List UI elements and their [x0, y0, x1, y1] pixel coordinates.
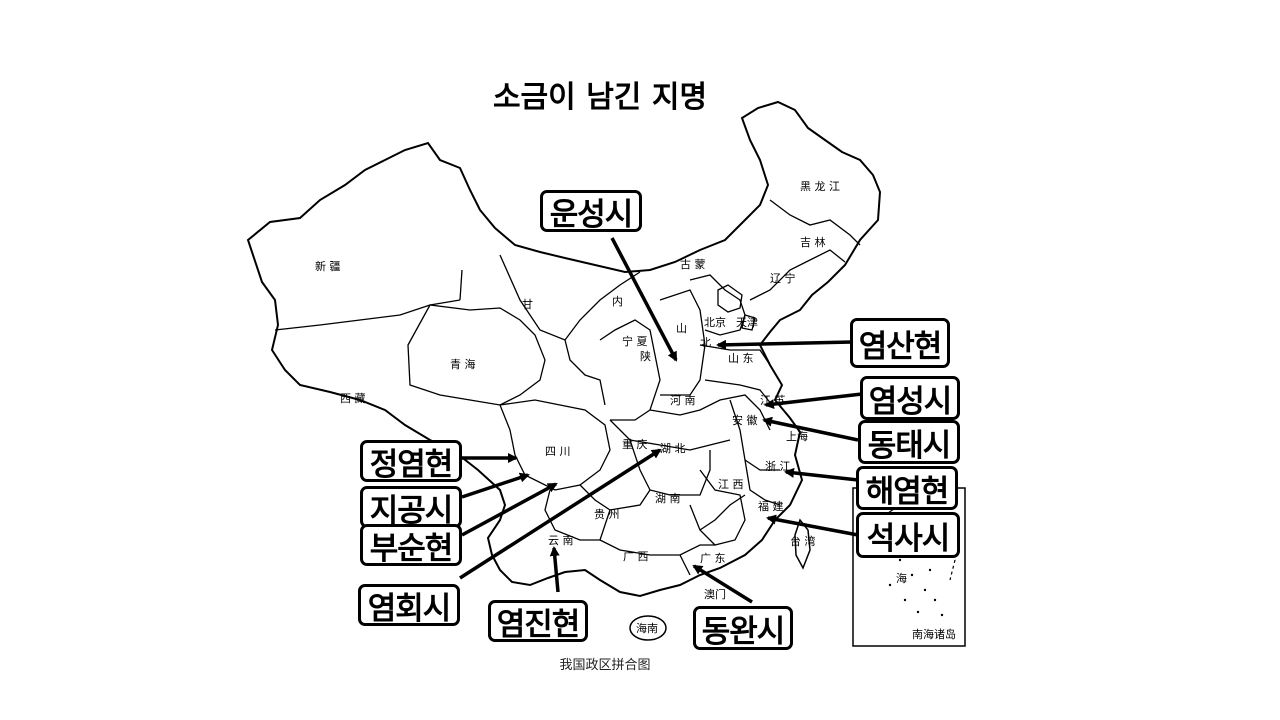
arrow-busun: [461, 482, 558, 537]
province-label: 广 东: [700, 552, 726, 565]
province-label: 海: [896, 571, 907, 585]
arrow-jigong: [461, 472, 530, 499]
province-label: 江 西: [718, 478, 744, 491]
arrow-yeomsan: [716, 339, 853, 350]
province-label: 湖 北: [660, 442, 686, 455]
province-label: 山: [676, 322, 687, 335]
arrow-dongwan: [692, 564, 753, 604]
province-label: 吉 林: [800, 235, 826, 249]
province-label: 陕: [640, 349, 651, 363]
province-label: 重 庆: [622, 437, 648, 451]
province-label: 北: [700, 336, 711, 349]
label-seoksa: 석사시: [856, 512, 960, 558]
arrow-yeomjin: [549, 546, 560, 593]
province-label: 广 西: [623, 550, 649, 563]
province-label: 贵 州: [594, 508, 620, 521]
arrow-dongtae: [762, 416, 859, 442]
province-label: 湖 南: [655, 492, 681, 505]
province-label: 海南: [636, 621, 658, 635]
arrow-yeomhoe: [459, 448, 662, 580]
taiwan-island: [794, 518, 811, 570]
province-label: 台 湾: [790, 534, 816, 548]
province-label: 北京: [704, 315, 726, 329]
label-unseong: 운성시: [540, 190, 642, 233]
hainan-island: [629, 615, 667, 641]
province-label: 宁 夏: [622, 334, 648, 348]
label-yeomseong: 염성시: [860, 376, 960, 420]
province-label: 黑 龙 江: [800, 180, 840, 193]
province-label: 内: [612, 294, 623, 308]
province-label: 青 海: [450, 357, 476, 371]
label-dongtae: 동태시: [858, 420, 960, 464]
arrow-yeomseong: [764, 392, 863, 410]
province-label: 四 川: [545, 445, 571, 458]
country-outline: [246, 100, 882, 598]
province-label: 辽 宁: [770, 271, 796, 285]
label-yeomhoe: 염회시: [358, 584, 460, 627]
map-caption: 我国政区拼合图: [559, 658, 651, 673]
province-label: 新 疆: [315, 259, 341, 273]
province-label: 上海: [786, 429, 808, 443]
arrow-haeyeom: [784, 467, 859, 482]
arrow-unseong: [610, 237, 678, 362]
label-busun: 부순현: [360, 524, 462, 567]
province-label: 福 建: [758, 499, 784, 513]
label-haeyeom: 해염현: [856, 466, 958, 510]
province-label: 古 蒙: [680, 258, 706, 271]
arrow-seoksa: [766, 514, 859, 537]
province-label: 天津: [736, 316, 758, 329]
province-label: 西 藏: [340, 392, 366, 405]
label-yeomjin: 염진현: [488, 600, 588, 643]
province-label: 山 东: [728, 352, 754, 365]
label-yeomsan: 염산현: [850, 318, 950, 368]
label-jeongyeom: 정염현: [360, 440, 462, 483]
province-label: 河 南: [670, 394, 696, 407]
slide-title: 소금이 남긴 지명: [492, 80, 708, 115]
province-label: 云 南: [548, 534, 574, 547]
province-label: 澳门: [704, 587, 726, 601]
province-label: 南海诸岛: [912, 627, 956, 641]
province-label: 甘: [522, 298, 533, 311]
label-dongwan: 동완시: [693, 606, 793, 650]
province-label: 安 徽: [732, 413, 758, 427]
